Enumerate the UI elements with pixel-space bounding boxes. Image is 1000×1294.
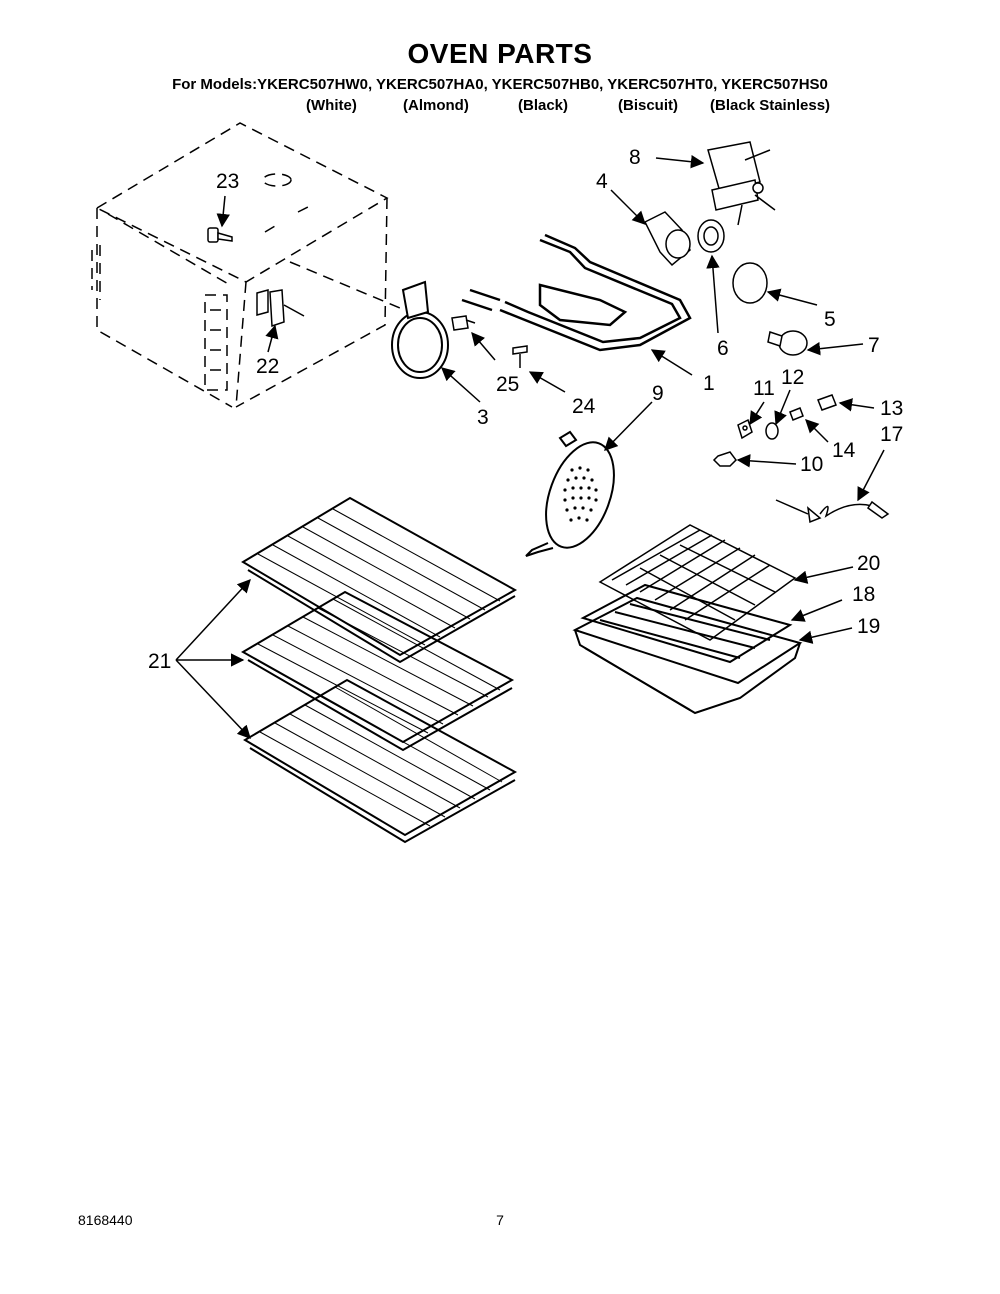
color-label-black: (Black) xyxy=(518,97,569,114)
part-25-screw xyxy=(451,315,476,331)
oven-cavity xyxy=(91,122,401,408)
part-1-bake-element xyxy=(461,233,692,352)
color-label-almond: (Almond) xyxy=(403,97,469,114)
color-label-black-stainless: (Black Stainless) xyxy=(710,97,831,114)
page-number: 7 xyxy=(496,1212,504,1228)
callout-10: 10 xyxy=(800,453,823,476)
part-19-broiler-pan xyxy=(572,596,803,715)
callout-6: 6 xyxy=(717,337,729,360)
part-4-motor-bearing xyxy=(643,211,691,267)
callout-20: 20 xyxy=(857,552,880,575)
part-20-broiler-insert xyxy=(598,524,797,641)
part-12-washer xyxy=(765,422,779,440)
part-9-fan-cover-holes xyxy=(563,466,598,522)
models-line: For Models:YKERC507HW0, YKERC507HA0, YKE… xyxy=(172,76,828,93)
callout-7: 7 xyxy=(868,334,880,357)
document-number: 8168440 xyxy=(78,1212,133,1228)
part-24-screw xyxy=(512,345,528,368)
part-13-bracket xyxy=(817,394,837,411)
part-3-convection-element xyxy=(391,280,449,379)
callout-17: 17 xyxy=(880,423,903,446)
callout-25: 25 xyxy=(496,373,519,396)
callout-23: 23 xyxy=(216,170,239,193)
part-23-screw xyxy=(207,227,233,243)
callout-13: 13 xyxy=(880,397,903,420)
leader-lines xyxy=(175,155,885,739)
callout-14: 14 xyxy=(832,439,856,462)
part-18-broiler-grid xyxy=(580,583,793,664)
part-21-oven-racks xyxy=(240,496,518,844)
color-label-white: (White) xyxy=(306,97,357,114)
part-22-bracket xyxy=(256,289,305,328)
callout-4: 4 xyxy=(596,170,608,193)
part-8-convection-motor xyxy=(707,141,776,226)
callout-19: 19 xyxy=(857,615,880,638)
callout-12: 12 xyxy=(781,366,804,389)
callout-21: 21 xyxy=(148,650,171,673)
part-6-gasket-inner xyxy=(703,226,719,246)
part-17-meat-probe xyxy=(775,499,890,524)
callout-18: 18 xyxy=(852,583,875,606)
callout-8: 8 xyxy=(629,146,641,169)
callout-11: 11 xyxy=(753,377,775,400)
part-10-nut xyxy=(712,451,737,467)
page-title: OVEN PARTS xyxy=(407,38,593,69)
callout-5: 5 xyxy=(824,308,836,331)
part-14-spacer xyxy=(789,407,804,421)
part-11-clip xyxy=(737,418,753,440)
callout-3: 3 xyxy=(477,406,489,429)
callout-9: 9 xyxy=(652,382,664,405)
part-21-oven-racks-bars xyxy=(257,508,503,827)
callout-22: 22 xyxy=(256,355,279,378)
callout-1: 1 xyxy=(703,372,715,395)
part-9-fan-cover xyxy=(525,430,615,557)
part-7-light-bulb xyxy=(767,330,808,356)
callout-24: 24 xyxy=(572,395,596,418)
part-6-gasket xyxy=(697,219,725,253)
part-5-lens xyxy=(732,262,768,304)
color-label-biscuit: (Biscuit) xyxy=(618,97,678,114)
